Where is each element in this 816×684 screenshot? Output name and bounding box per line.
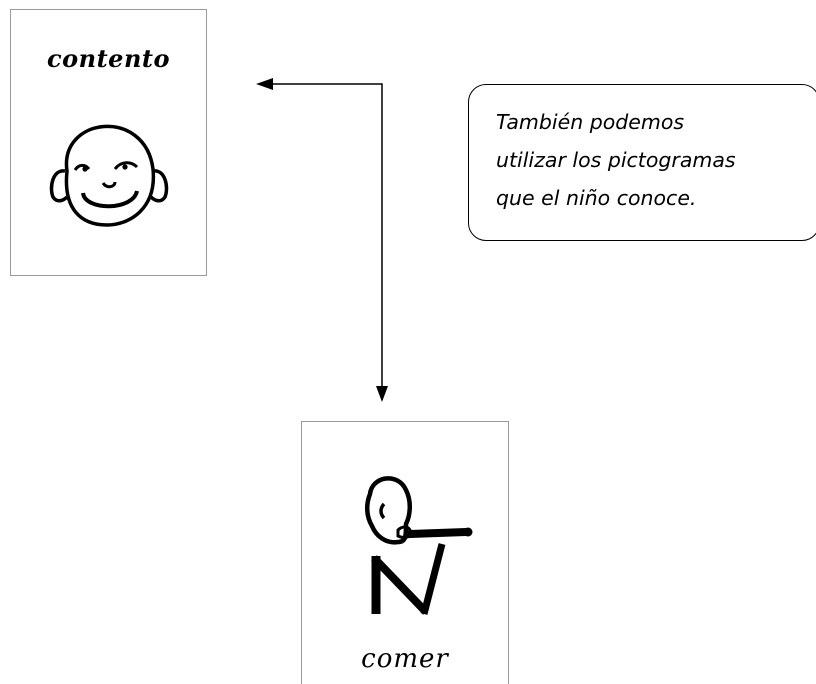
happy-face-icon [49,124,169,227]
pictogram-word: comer [361,644,449,674]
callout-line: También podemos [496,110,685,134]
arrow-head-down-icon [376,386,388,402]
callout-line: utilizar los pictogramas [496,148,736,172]
pictogram-word: contento [47,44,170,73]
callout-box: También podemos utilizar los pictogramas… [468,84,816,241]
person-eating-icon [365,476,473,615]
arrow-head-left-icon [256,78,273,90]
pictogram-card-contento: contento [10,9,207,276]
callout-line: que el niño conoce. [496,186,697,210]
pictogram-card-comer: comer [301,421,509,684]
